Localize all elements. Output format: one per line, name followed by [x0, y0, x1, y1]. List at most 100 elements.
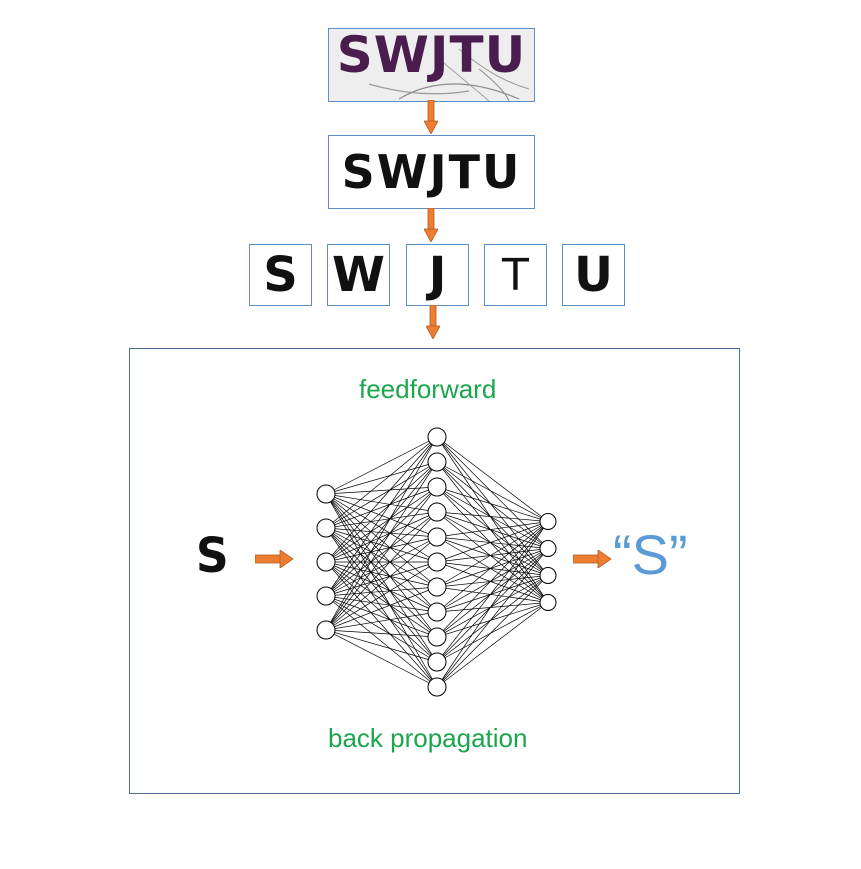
- network-edge: [436, 536, 549, 576]
- output-arrow: [573, 550, 612, 568]
- network-edge: [436, 548, 549, 638]
- network-edge: [436, 521, 549, 588]
- network-edge: [325, 595, 438, 688]
- network-node: [427, 502, 447, 522]
- network-edge: [436, 521, 549, 613]
- network-node: [427, 527, 447, 547]
- network-edge: [325, 436, 438, 597]
- network-edge: [325, 629, 438, 688]
- network-edge: [325, 561, 438, 638]
- captcha-noise: [368, 48, 530, 101]
- network-node: [427, 652, 447, 672]
- network-edge: [325, 595, 438, 638]
- network-edge: [436, 461, 549, 522]
- network-edge: [436, 602, 549, 688]
- network-edge: [436, 436, 549, 603]
- network-edge: [436, 575, 549, 588]
- network-edge: [436, 436, 549, 522]
- network-edge: [325, 536, 438, 631]
- network-edge: [436, 536, 549, 603]
- network-edge: [325, 486, 438, 631]
- down-arrow-1: [424, 100, 438, 134]
- segment-char-label: J: [428, 247, 447, 303]
- segment-char-3: J: [406, 244, 469, 306]
- network-edge: [325, 561, 438, 663]
- network-edge: [325, 436, 438, 563]
- network-edge: [325, 486, 438, 563]
- network-edge: [436, 511, 549, 549]
- network-edge: [436, 486, 549, 522]
- network-edges: [325, 436, 549, 688]
- network-edge: [436, 486, 549, 576]
- network-edge: [436, 548, 549, 613]
- input-arrow: [255, 550, 294, 568]
- segment-char-2: W: [327, 244, 390, 306]
- network-edge: [325, 561, 438, 613]
- network-edge: [325, 536, 438, 563]
- network-edge: [325, 461, 438, 563]
- network-edge: [325, 527, 438, 613]
- network-node: [316, 552, 336, 572]
- network-node: [316, 586, 336, 606]
- network-edge: [325, 493, 438, 638]
- segment-char-label: U: [574, 247, 613, 303]
- network-edge: [325, 527, 438, 663]
- network-edge: [325, 527, 438, 538]
- segment-char-4: T: [484, 244, 547, 306]
- network-node: [539, 540, 557, 557]
- network-edge: [325, 527, 438, 563]
- network-edge: [325, 595, 438, 613]
- network-edge: [325, 493, 438, 613]
- network-edge: [436, 575, 549, 638]
- network-edge: [436, 548, 549, 688]
- network-edge: [325, 461, 438, 529]
- captcha-text: SWJTU: [336, 28, 527, 84]
- network-node: [427, 577, 447, 597]
- back-propagation-label: back propagation: [328, 723, 528, 753]
- network-edge: [436, 461, 549, 603]
- cleaned-text: SWJTU: [341, 145, 522, 199]
- network-edge: [436, 575, 549, 663]
- network-edge: [325, 511, 438, 597]
- network-edge: [325, 486, 438, 529]
- down-arrow-2: [424, 208, 438, 242]
- network-node: [316, 518, 336, 538]
- segment-char-1: S: [249, 244, 312, 306]
- segment-char-label: S: [263, 247, 298, 303]
- network-edge: [325, 461, 438, 597]
- network-edge: [436, 486, 549, 603]
- feedforward-label: feedforward: [359, 374, 497, 404]
- network-edge: [325, 511, 438, 631]
- network-edge: [325, 493, 438, 588]
- network-edge: [325, 493, 438, 663]
- network-edge: [436, 602, 549, 663]
- network-edge: [325, 595, 438, 663]
- network-edge: [436, 548, 549, 563]
- network-nodes: [316, 427, 557, 697]
- network-edge: [436, 602, 549, 613]
- network-edge: [436, 521, 549, 638]
- segment-char-5: U: [562, 244, 625, 306]
- network-edge: [325, 493, 438, 538]
- network-edge: [325, 586, 438, 631]
- network-node: [427, 452, 447, 472]
- network-edge: [325, 586, 438, 597]
- network-node: [427, 602, 447, 622]
- network-edge: [436, 511, 549, 522]
- network-edge: [325, 561, 438, 631]
- network-edge: [325, 611, 438, 631]
- network-node: [539, 513, 557, 530]
- network-edge: [325, 527, 438, 588]
- network-edge: [325, 461, 438, 631]
- network-edge: [325, 629, 438, 663]
- network-node: [427, 627, 447, 647]
- captcha-image: SWJTU: [328, 28, 535, 102]
- network-node: [539, 594, 557, 611]
- segment-char-label: T: [502, 249, 529, 301]
- network-edge: [436, 521, 549, 688]
- network-edge: [436, 461, 549, 549]
- network-edge: [436, 511, 549, 603]
- output-label: “S”: [613, 523, 688, 586]
- network-node: [316, 620, 336, 640]
- network-edge: [436, 511, 549, 576]
